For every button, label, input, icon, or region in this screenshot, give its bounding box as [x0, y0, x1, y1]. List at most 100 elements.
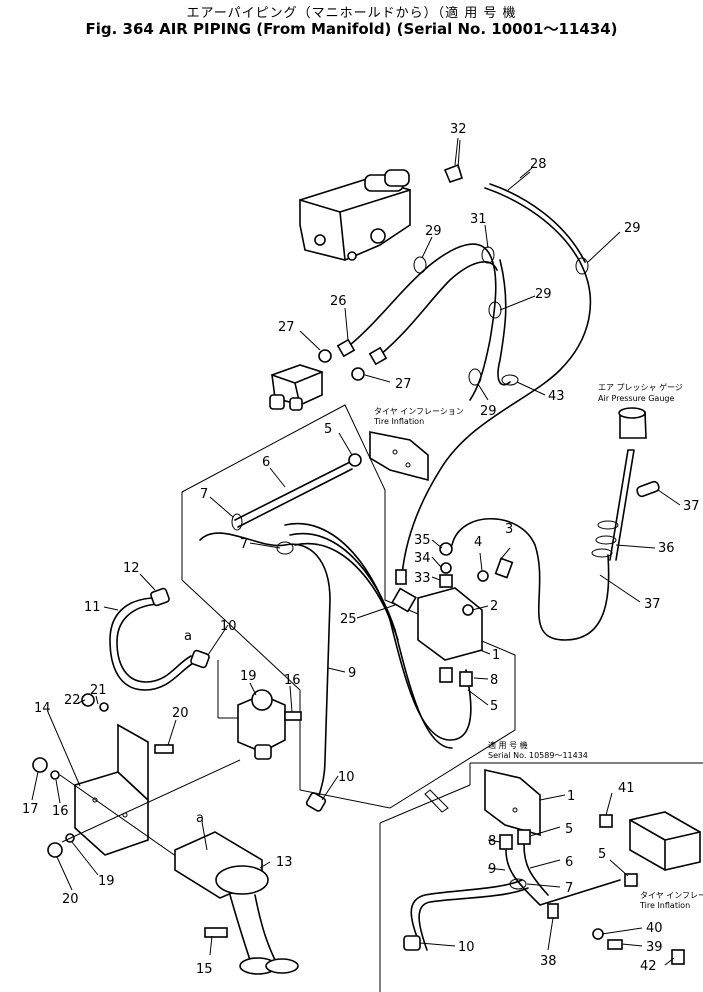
clamp-29a	[413, 256, 427, 274]
inset-callout-9: 9	[488, 862, 496, 877]
inset-callout-8: 8	[488, 834, 496, 849]
callout-12: 12	[123, 561, 140, 576]
inset-pipe-6	[505, 849, 621, 906]
nut-24	[81, 693, 95, 707]
clamp-36b	[595, 535, 617, 545]
callout-43: 43	[548, 389, 565, 404]
inset-fitting-8	[499, 834, 513, 850]
inset-elbow-10	[403, 935, 421, 951]
clamp-7a	[231, 513, 243, 531]
callout-21: 19	[240, 669, 257, 684]
callout-29-b: 29	[624, 221, 641, 236]
fitting-27a	[318, 349, 332, 363]
inset-fitting-5b	[624, 873, 638, 887]
elbow-12	[150, 587, 170, 607]
callout-26: 26	[330, 294, 347, 309]
notes: タイヤ インフレーション Tire Inflation エア プレッシャ ゲージ…	[373, 382, 703, 910]
callout-7-a: 7	[200, 487, 208, 502]
fitting-27b	[351, 367, 365, 381]
plug-41	[599, 814, 613, 828]
note-inset-serial: Serial No. 10589～11434	[488, 751, 588, 760]
inset-frame	[379, 762, 703, 992]
callout-17-label: 17	[22, 802, 39, 817]
manifold-block-1	[417, 557, 514, 661]
callout-8: 8	[490, 673, 498, 688]
callout-34: 35	[414, 533, 431, 548]
callout-25: 25	[340, 612, 357, 627]
note-tire-inflation-top-jp: タイヤ インフレーション	[374, 407, 464, 416]
header-japanese: エアーパイピング（マニホールドから）（適 用 号 機	[186, 6, 517, 21]
callout-labels: 32 28 31 29 29 29 29 43 26 27 27 5 6 7 7…	[22, 122, 700, 977]
clamp-36a	[597, 520, 619, 530]
valve-42	[671, 949, 685, 965]
horn-13	[174, 831, 299, 975]
note-tire-inflation-top: Tire Inflation	[373, 417, 424, 426]
callout-4: 4	[474, 535, 482, 550]
clamp-36c	[591, 548, 613, 558]
callout-19-label: 19	[98, 874, 115, 889]
elbow-10-bottom	[305, 792, 327, 812]
hose-28	[401, 187, 592, 576]
clamp-29c	[468, 368, 482, 386]
manifold-valve	[299, 169, 411, 261]
ref-a-1: a	[184, 629, 192, 644]
clamp-30	[481, 246, 495, 264]
callout-10-top: 10	[220, 619, 237, 634]
tire-inflation-block	[369, 431, 429, 482]
callout-37-label: 37	[683, 499, 700, 514]
fitting-34	[439, 542, 453, 556]
callout-36: 36	[658, 541, 675, 556]
elbow-25	[391, 587, 417, 613]
fitting-32	[439, 574, 453, 588]
callout-14: 14	[34, 701, 51, 716]
ref-a-2: a	[196, 811, 204, 826]
callout-28: 28	[530, 157, 547, 172]
callout-33: 34	[414, 551, 431, 566]
inset-callout-41: 41	[618, 781, 635, 796]
relay-valve-21	[217, 660, 286, 760]
callout-35: 37	[644, 597, 661, 612]
callout-7-b: 7	[240, 537, 248, 552]
inset-callout-5b: 5	[598, 847, 606, 862]
callout-16-label: 16	[52, 804, 69, 819]
inset-callout-39: 39	[646, 940, 663, 955]
callout-20-label: 20	[62, 892, 79, 907]
clamp-43	[501, 374, 519, 386]
note-gauge-jp: エア プレッシャ ゲージ	[598, 382, 683, 392]
bolt-15	[204, 927, 228, 938]
washer-16	[50, 770, 60, 780]
inset-callout-42: 42	[640, 959, 657, 974]
elbow-fitting-31	[443, 139, 463, 183]
fitting-pipe-top	[395, 569, 407, 585]
callout-29-a: 29	[425, 224, 442, 239]
callout-10-bottom: 10	[338, 770, 355, 785]
bolt-22	[154, 744, 174, 754]
washer-40	[592, 928, 604, 940]
inset-callout-5: 5	[565, 822, 573, 837]
inset-clamp-7	[509, 878, 527, 890]
callout-6: 6	[262, 455, 270, 470]
frame-outline	[181, 404, 516, 809]
nut-20	[47, 842, 63, 858]
inset-callout-7: 7	[565, 881, 573, 896]
inset-callout-38: 38	[540, 954, 557, 969]
inset-tire-inflation-block	[629, 811, 701, 871]
hose-26	[349, 243, 497, 401]
callout-29-c: 29	[535, 287, 552, 302]
callout-5-mid: 5	[490, 699, 498, 714]
callout-24: 22	[64, 693, 81, 708]
fitting-10-top	[190, 649, 210, 669]
fitting-5-mid	[459, 671, 473, 687]
note-inset-serial-jp: 適 用 号 機	[488, 740, 528, 750]
inset-callout-6: 6	[565, 855, 573, 870]
callout-1: 1	[492, 648, 500, 663]
note-gauge: Air Pressure Gauge	[598, 394, 674, 403]
inset-callout-40: 40	[646, 921, 663, 936]
nut-17	[32, 757, 48, 773]
arrow-to-inset	[424, 789, 449, 813]
callout-27-b: 27	[395, 377, 412, 392]
washer-23	[99, 702, 109, 712]
bolt-18	[284, 711, 302, 721]
fitting-5-top	[348, 453, 362, 467]
